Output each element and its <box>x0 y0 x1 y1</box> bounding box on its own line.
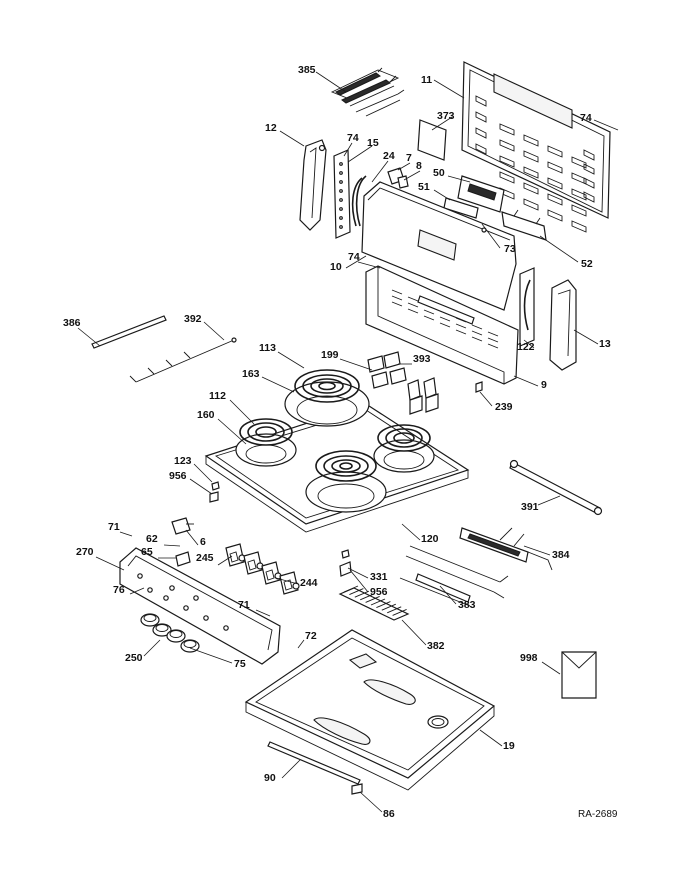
clip-86 <box>351 783 363 795</box>
callout-11: 11 <box>421 74 432 86</box>
drawer-19 <box>244 629 496 791</box>
side-bar-15 <box>333 149 351 239</box>
bracket-52 <box>501 209 547 241</box>
callout-71: 71 <box>108 521 120 533</box>
callout-65: 65 <box>141 546 153 558</box>
callout-75: 75 <box>234 658 246 670</box>
callout-6: 6 <box>200 536 206 548</box>
callout-998: 998 <box>520 652 538 664</box>
callout-199: 199 <box>321 349 339 361</box>
light-switch-6 <box>171 517 194 535</box>
callout-15: 15 <box>367 137 379 149</box>
callout-373: 373 <box>437 110 455 122</box>
callout-52: 52 <box>581 258 593 270</box>
callout-73: 73 <box>504 243 516 255</box>
callout-244: 244 <box>300 577 318 589</box>
grille-382 <box>338 585 410 621</box>
drawing-reference-code: RA-2689 <box>578 809 618 820</box>
indicator-65 <box>175 551 191 567</box>
callout-51: 51 <box>418 181 430 193</box>
callout-383: 383 <box>458 599 476 611</box>
callout-120: 120 <box>421 533 439 545</box>
wire-harness-385 <box>330 67 405 117</box>
end-cap-122 <box>519 267 535 347</box>
callout-76: 76 <box>113 584 125 596</box>
back-panel-11 <box>461 61 611 233</box>
callout-10: 10 <box>330 261 342 273</box>
callout-74: 74 <box>347 132 359 144</box>
hinge-24 <box>351 175 367 227</box>
callout-24: 24 <box>383 150 395 162</box>
callout-72: 72 <box>305 630 317 642</box>
callout-9: 9 <box>541 379 547 391</box>
callout-62: 62 <box>146 533 158 545</box>
callout-385: 385 <box>298 64 316 76</box>
callout-392: 392 <box>184 313 202 325</box>
callout-86: 86 <box>383 808 395 820</box>
control-module-50 <box>457 175 505 213</box>
callout-123: 123 <box>174 455 192 467</box>
callout-71: 71 <box>238 599 250 611</box>
callout-74: 74 <box>348 251 360 263</box>
switch-7-8 <box>387 167 409 189</box>
control-panel-270 <box>119 547 281 665</box>
burner-160-112 <box>235 418 297 467</box>
callout-239: 239 <box>495 401 513 413</box>
callout-74: 74 <box>580 112 592 124</box>
burner-front-large <box>305 450 387 513</box>
callout-160: 160 <box>197 409 215 421</box>
callout-7: 7 <box>406 152 412 164</box>
bracket-51 <box>443 197 479 219</box>
rod-386 <box>91 315 167 349</box>
callout-50: 50 <box>433 167 445 179</box>
side-trim-13 <box>549 279 577 371</box>
callout-391: 391 <box>521 501 539 513</box>
receptacles-199 <box>367 351 407 389</box>
leader-lines <box>77 71 619 813</box>
callout-956: 956 <box>370 586 388 598</box>
callout-270: 270 <box>76 546 94 558</box>
callout-labels: 385 11 74 373 12 74 15 24 7 8 50 51 73 5… <box>63 64 611 820</box>
callout-113: 113 <box>259 342 276 354</box>
callout-386: 386 <box>63 317 81 329</box>
callout-384: 384 <box>552 549 570 561</box>
callout-331: 331 <box>370 571 388 583</box>
wire-harness-384 <box>459 527 553 571</box>
infinite-switches-244 <box>225 543 300 595</box>
callout-122: 122 <box>517 341 535 353</box>
side-trim-12 <box>299 139 327 231</box>
callout-163: 163 <box>242 368 260 380</box>
callout-19: 19 <box>503 740 515 752</box>
callout-382: 382 <box>427 640 445 652</box>
wire-harness-392 <box>129 337 237 383</box>
callout-90: 90 <box>264 772 276 784</box>
callout-245: 245 <box>196 552 214 564</box>
clip-239 <box>475 381 483 393</box>
knobs-250 <box>140 613 200 653</box>
burner-right-small <box>373 424 435 473</box>
rod-391 <box>509 459 603 516</box>
callout-112: 112 <box>209 390 226 402</box>
backguard-10 <box>361 181 517 311</box>
screw-331 <box>339 549 352 577</box>
literature-998 <box>561 651 597 699</box>
rail-90 <box>267 741 361 785</box>
terminal-block-393 <box>407 377 439 415</box>
callout-956: 956 <box>169 470 187 482</box>
callout-250: 250 <box>125 652 143 664</box>
wire-harness-383 <box>399 545 509 607</box>
lower-back-panel-9 <box>365 265 519 385</box>
burner-163-113 <box>284 369 370 427</box>
callout-8: 8 <box>416 160 422 172</box>
callout-393: 393 <box>413 353 431 365</box>
callout-12: 12 <box>265 122 277 134</box>
bracket-373 <box>417 119 447 161</box>
screw-123 <box>209 481 220 503</box>
callout-13: 13 <box>599 338 611 350</box>
